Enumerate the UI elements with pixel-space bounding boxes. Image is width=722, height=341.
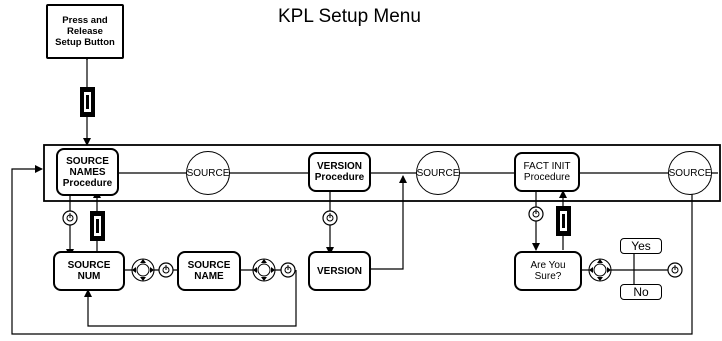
fact-init-procedure[interactable]: FACT INIT Procedure [514, 152, 580, 192]
start-box-press-release: Press and Release Setup Button [46, 4, 124, 59]
setup-button-icon [556, 206, 571, 236]
power-button-icon [322, 210, 338, 226]
power-button-icon [280, 262, 296, 278]
version-step: VERSION [308, 251, 371, 291]
source-names-procedure[interactable]: SOURCE NAMES Procedure [56, 148, 119, 196]
setup-button-icon [90, 211, 105, 241]
source-circle-1: SOURCE [186, 151, 230, 195]
power-button-icon [62, 210, 78, 226]
navigation-pad-icon [131, 258, 155, 282]
version-procedure[interactable]: VERSION Procedure [308, 152, 371, 192]
power-button-icon [158, 262, 174, 278]
menu-frame [43, 144, 721, 202]
power-button-icon [667, 262, 683, 278]
page-title: KPL Setup Menu [278, 6, 421, 27]
navigation-pad-icon [588, 258, 612, 282]
power-button-icon [528, 206, 544, 222]
source-circle-3: SOURCE [668, 151, 712, 195]
source-circle-2: SOURCE [416, 151, 460, 195]
no-option[interactable]: No [620, 284, 662, 300]
navigation-pad-icon [252, 258, 276, 282]
are-you-sure-step: Are You Sure? [514, 251, 582, 291]
source-name-step: SOURCE NAME [177, 251, 241, 291]
source-num-step: SOURCE NUM [53, 251, 125, 291]
setup-button-icon [80, 87, 95, 117]
yes-option[interactable]: Yes [620, 238, 662, 254]
